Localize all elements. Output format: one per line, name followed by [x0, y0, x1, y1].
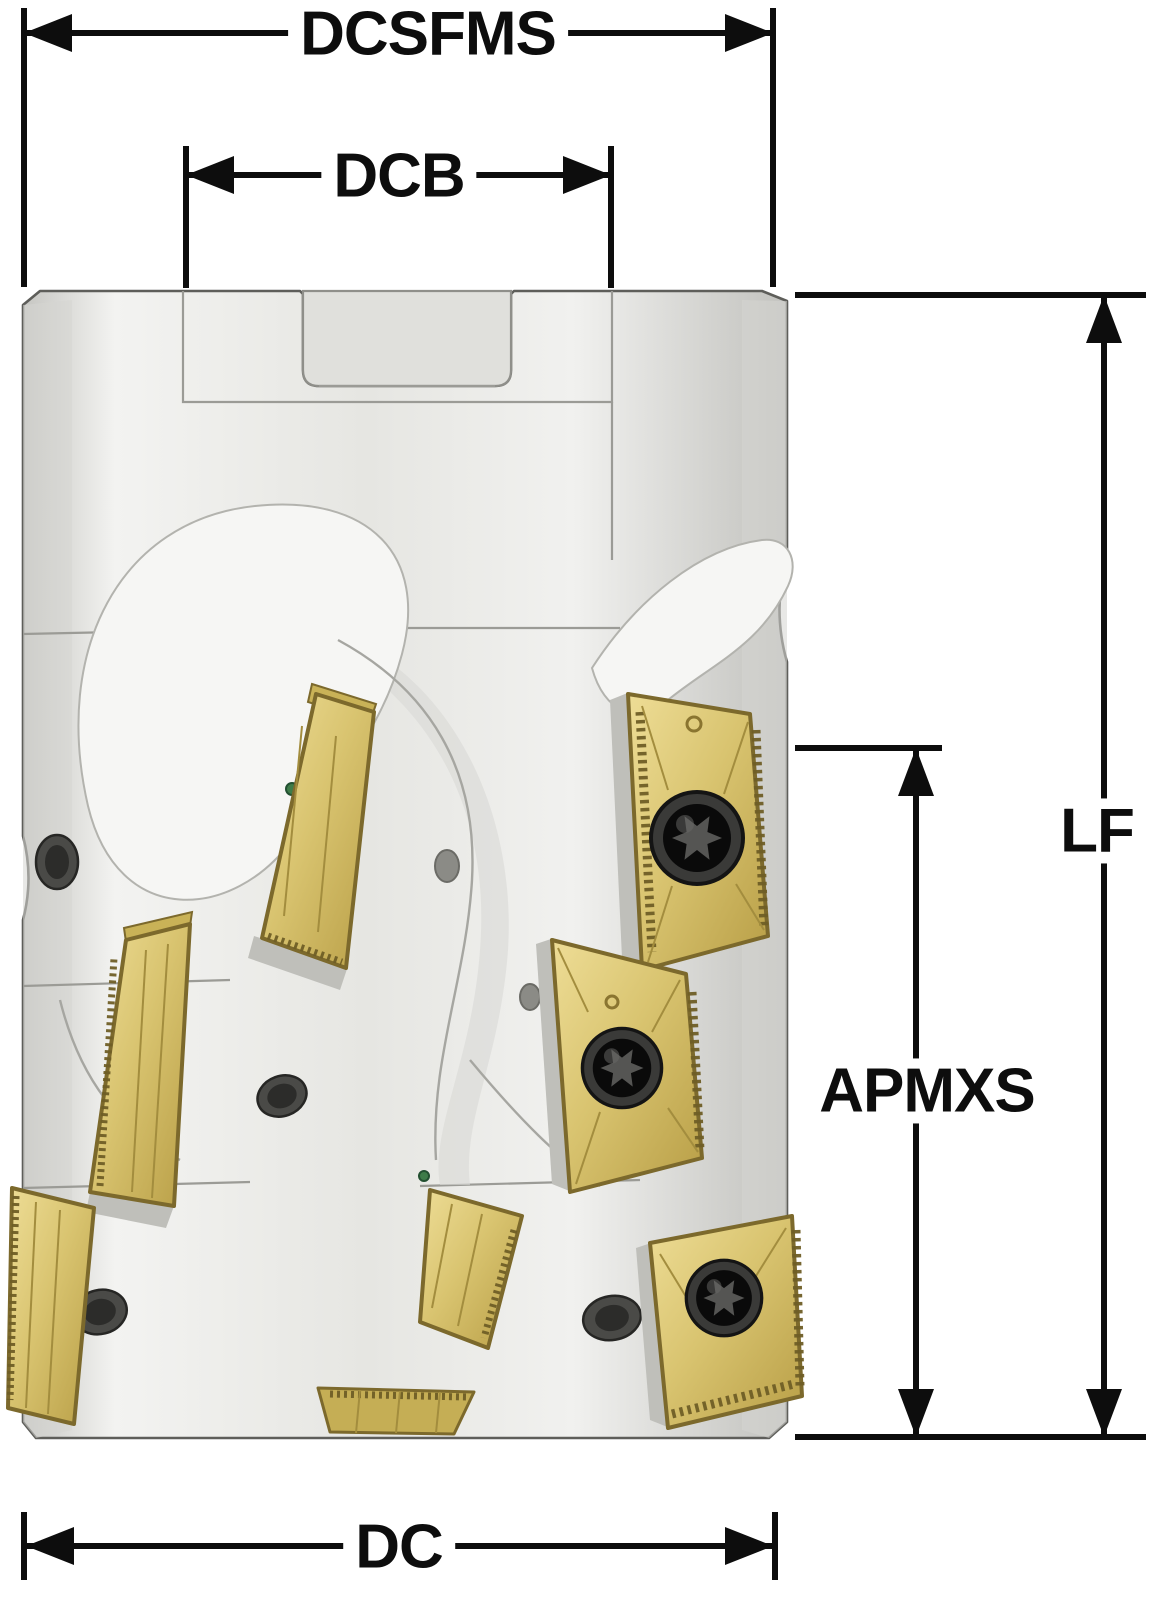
torx-screw [580, 1026, 664, 1110]
dimension-dcb [183, 146, 614, 288]
dim-label-dcb: DCB [321, 143, 477, 209]
insert-bottom-wedge [316, 1386, 476, 1436]
insert-bottom-right [648, 1214, 805, 1430]
dim-label-apmxs: APMXS [807, 1058, 1047, 1124]
torx-screw [684, 1258, 764, 1338]
dim-label-dc: DC [343, 1514, 455, 1580]
cutter-body [21, 289, 794, 1440]
dim-label-lf: LF [1055, 798, 1139, 864]
torx-screw [649, 790, 745, 886]
dim-label-dcsfms: DCSFMS [288, 1, 568, 67]
insert-upper-left [260, 682, 378, 970]
insert-right-upper [626, 692, 770, 972]
insert-bottom-left [6, 1186, 96, 1426]
insert-bottom-center [418, 1188, 524, 1350]
insert-center [550, 938, 705, 1194]
carbide-inserts [6, 682, 805, 1436]
insert-left [88, 910, 194, 1208]
dimension-lf [795, 292, 1146, 1440]
